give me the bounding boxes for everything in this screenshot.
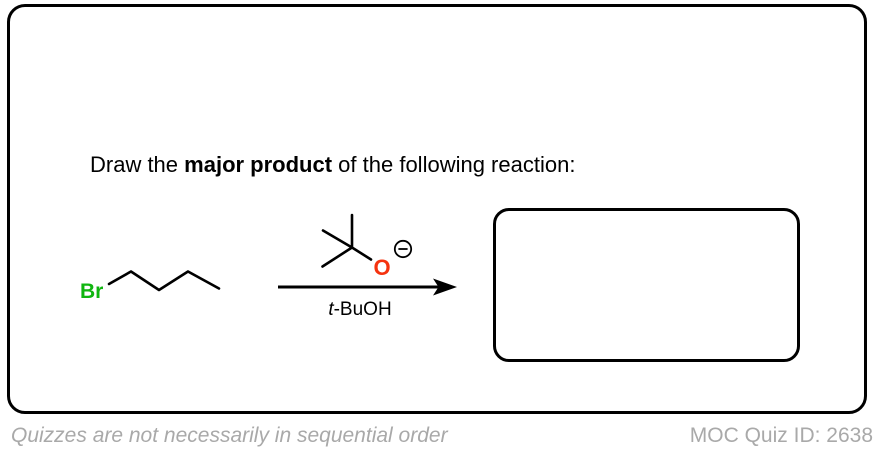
answer-box[interactable] xyxy=(493,208,800,362)
prompt-bold-phrase: major product xyxy=(184,152,333,177)
quiz-id: MOC Quiz ID: 2638 xyxy=(689,424,873,447)
solvent-label: t-BuOH xyxy=(304,299,416,320)
prompt-prefix: Draw the xyxy=(90,152,185,177)
footer-note: Quizzes are not necessarily in sequentia… xyxy=(11,424,448,447)
solvent-rest: -BuOH xyxy=(333,299,392,320)
solvent-italic-t: t xyxy=(328,299,334,320)
prompt-suffix: of the following reaction: xyxy=(332,152,576,177)
question-prompt: Draw the major product of the following … xyxy=(90,153,575,177)
